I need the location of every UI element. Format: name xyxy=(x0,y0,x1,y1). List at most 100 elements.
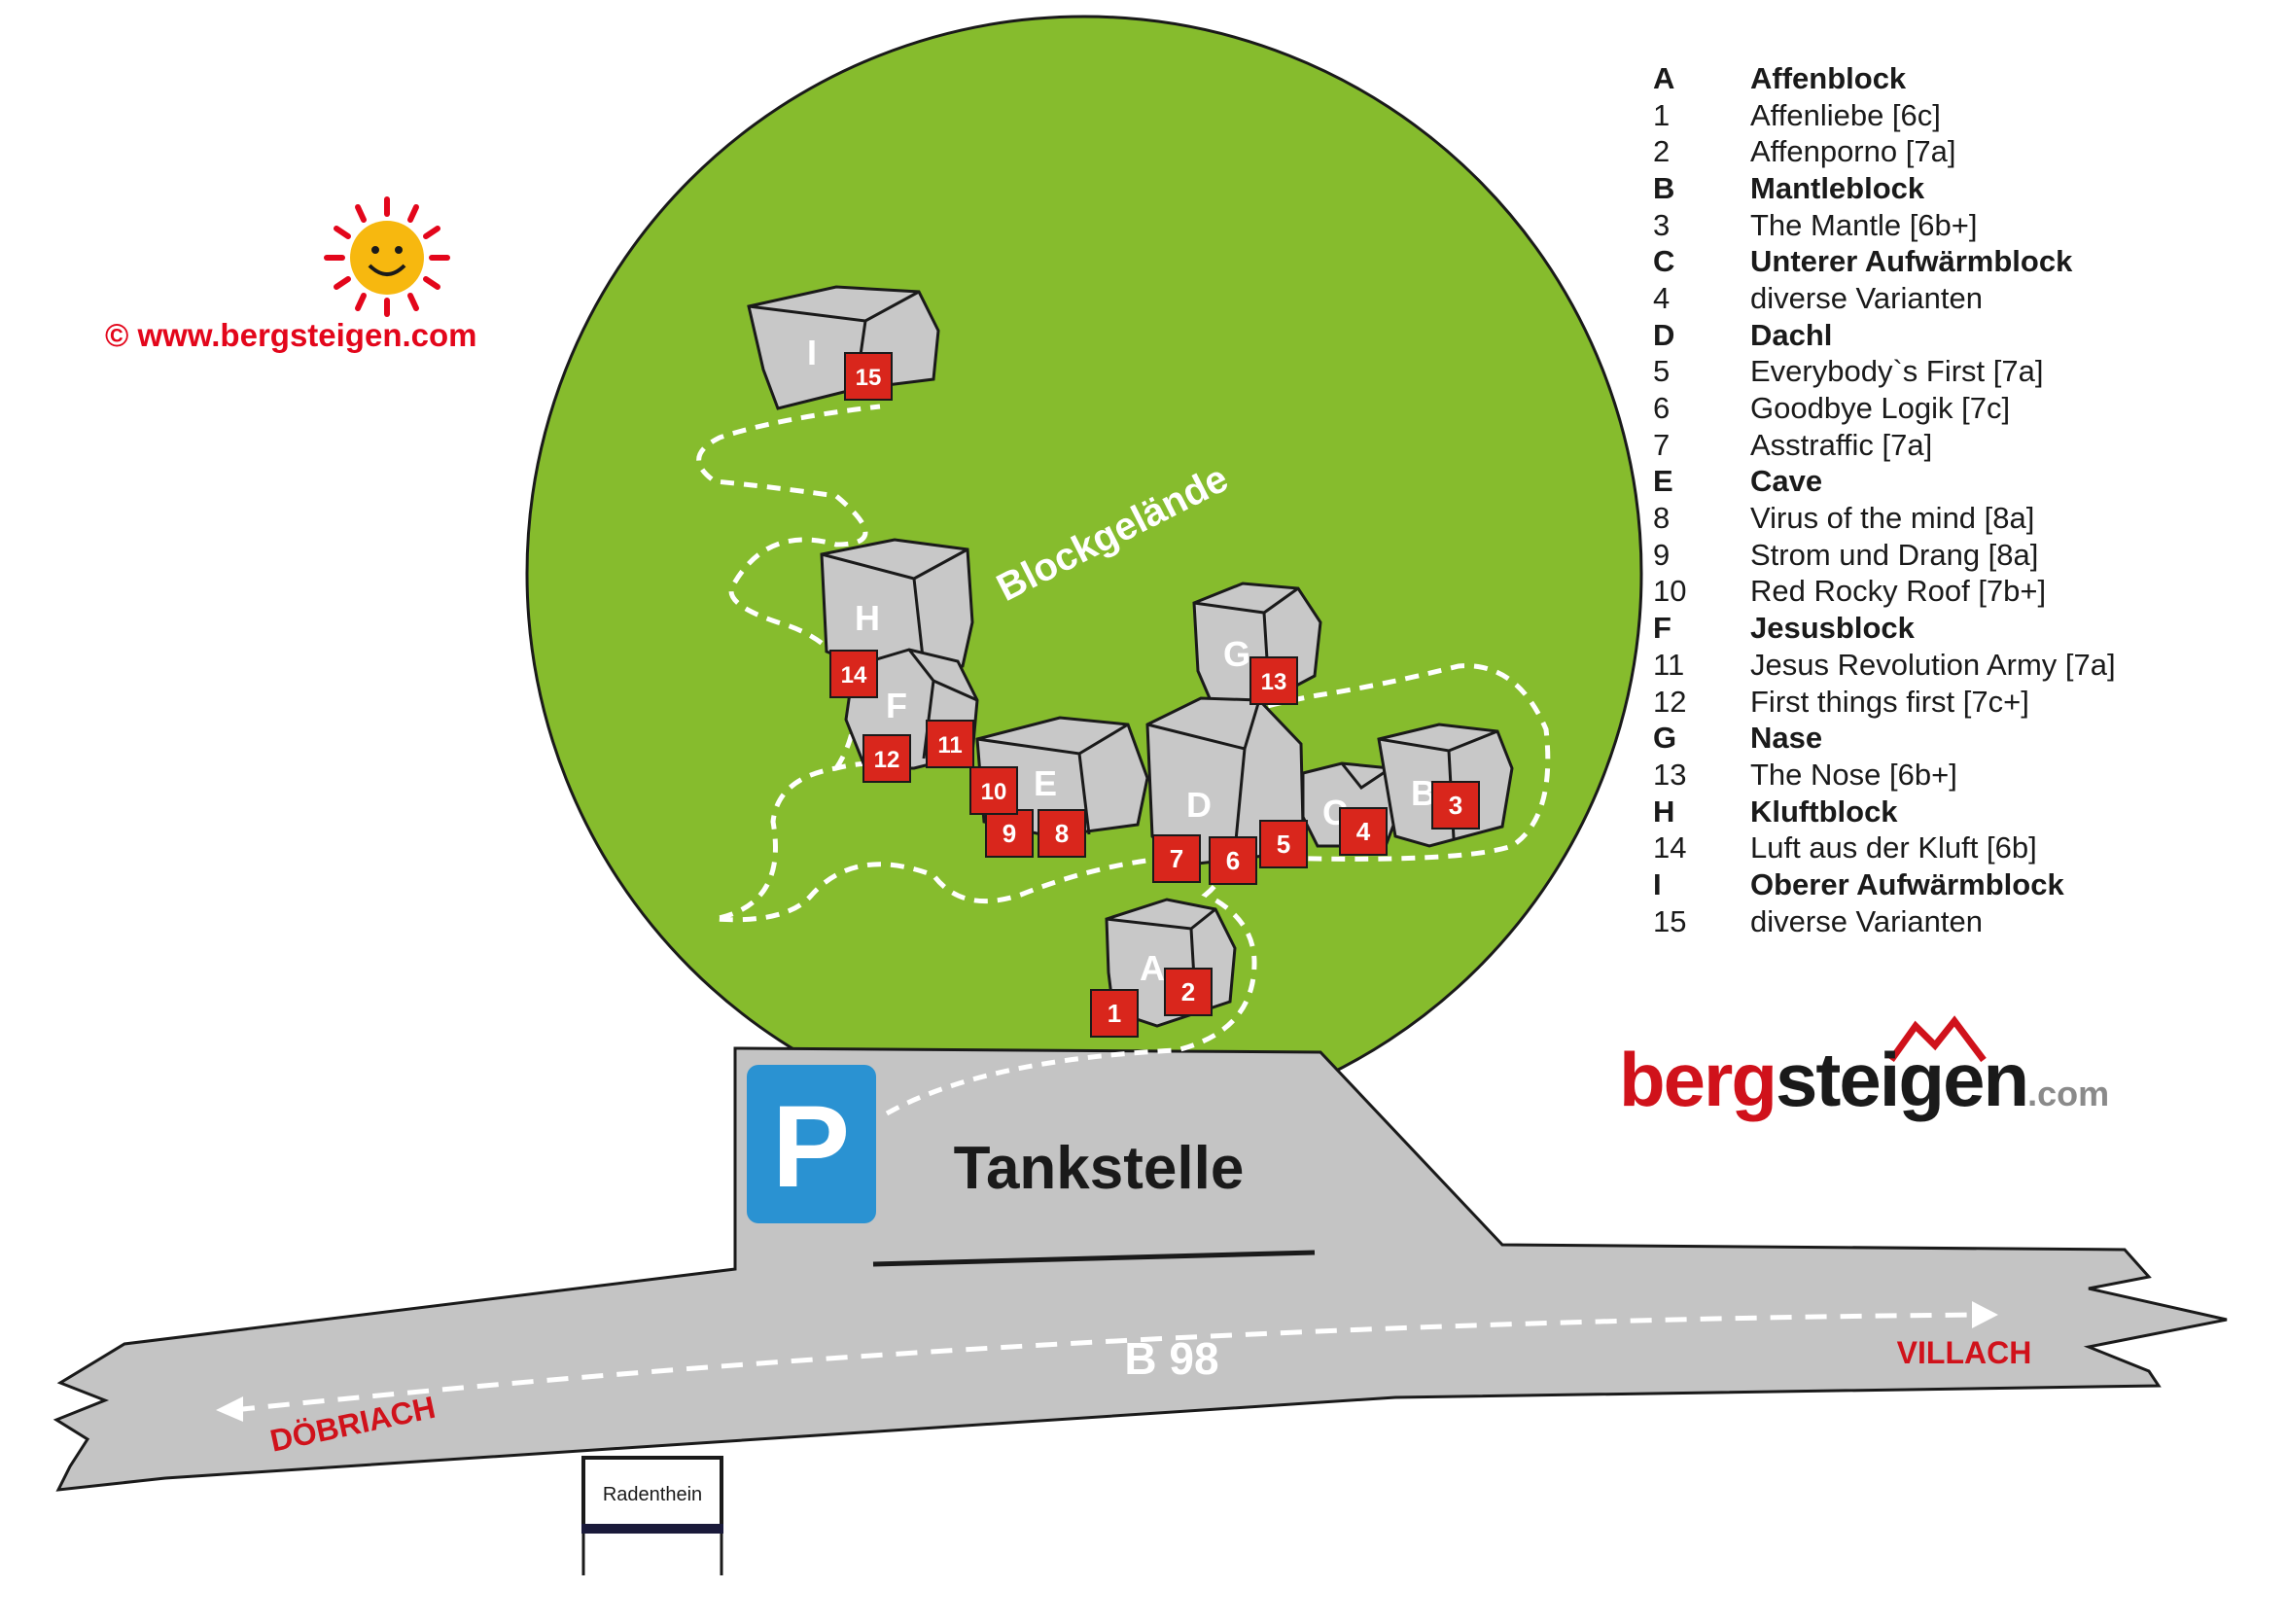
legend-label: The Nose [6b+] xyxy=(1750,757,1957,792)
legend-route-row: 13 The Nose [6b+] xyxy=(1653,757,2256,794)
legend-label: Jesusblock xyxy=(1750,611,1915,646)
legend-block-row: F Jesusblock xyxy=(1653,610,2256,647)
legend-key: 2 xyxy=(1653,134,1671,169)
legend-label: Kluftblock xyxy=(1750,794,1898,829)
route-marker-1: 1 xyxy=(1090,989,1139,1038)
legend-key: F xyxy=(1653,611,1671,646)
route-legend: A Affenblock 1 Affenliebe [6c] 2 Affenporno [… xyxy=(1653,60,2256,940)
legend-key: H xyxy=(1653,794,1675,829)
road-label: B 98 xyxy=(1124,1333,1218,1384)
legend-key: E xyxy=(1653,464,1673,499)
legend-label: Luft aus der Kluft [6b] xyxy=(1750,830,2037,865)
svg-text:8: 8 xyxy=(1055,819,1069,848)
road-center-line xyxy=(232,1312,1980,1413)
legend-route-row: 9 Strom und Drang [8a] xyxy=(1653,537,2256,574)
legend-key: C xyxy=(1653,244,1675,279)
legend-route-row: 2 Affenporno [7a] xyxy=(1653,133,2256,170)
legend-label: Affenporno [7a] xyxy=(1750,134,1956,169)
legend-label: Red Rocky Roof [7b+] xyxy=(1750,574,2047,609)
legend-key: 7 xyxy=(1653,427,1671,462)
brand-part-1: berg xyxy=(1619,1037,1777,1122)
parking-letter: P xyxy=(772,1081,850,1212)
legend-label: Jesus Revolution Army [7a] xyxy=(1750,647,2116,682)
legend-key: 15 xyxy=(1653,903,1687,938)
legend-route-row: 15 diverse Varianten xyxy=(1653,903,2256,940)
legend-route-row: 6 Goodbye Logik [7c] xyxy=(1653,390,2256,427)
legend-label: Oberer Aufwärmblock xyxy=(1750,866,2064,901)
boulder-h: H xyxy=(820,538,974,673)
svg-text:13: 13 xyxy=(1261,669,1287,695)
legend-block-row: D Dachl xyxy=(1653,317,2256,354)
svg-text:9: 9 xyxy=(1003,819,1016,848)
legend-label: Virus of the mind [8a] xyxy=(1750,501,2035,536)
svg-text:D: D xyxy=(1186,785,1212,825)
legend-label: Affenliebe [6c] xyxy=(1750,97,1941,132)
svg-text:3: 3 xyxy=(1449,791,1462,820)
route-marker-13: 13 xyxy=(1249,656,1298,705)
legend-key: D xyxy=(1653,317,1675,352)
route-marker-11: 11 xyxy=(926,720,974,768)
legend-key: 6 xyxy=(1653,391,1671,426)
svg-text:6: 6 xyxy=(1226,846,1240,875)
legend-key: A xyxy=(1653,60,1675,95)
legend-label: Nase xyxy=(1750,721,1823,756)
svg-text:15: 15 xyxy=(856,365,882,391)
legend-label: Strom und Drang [8a] xyxy=(1750,537,2039,572)
direction-right: VILLACH xyxy=(1897,1335,2032,1370)
legend-label: Unterer Aufwärmblock xyxy=(1750,244,2073,279)
sun-logo-icon xyxy=(324,196,450,317)
legend-label: diverse Varianten xyxy=(1750,903,1983,938)
brand-part-2: steigen xyxy=(1776,1037,2029,1122)
legend-block-row: H Kluftblock xyxy=(1653,794,2256,830)
route-marker-14: 14 xyxy=(829,650,878,698)
legend-label: Goodbye Logik [7c] xyxy=(1750,391,2011,426)
legend-label: Affenblock xyxy=(1750,60,1907,95)
legend-key: 12 xyxy=(1653,684,1687,719)
route-marker-4: 4 xyxy=(1339,807,1388,856)
svg-text:H: H xyxy=(855,598,880,638)
legend-route-row: 1 Affenliebe [6c] xyxy=(1653,97,2256,134)
legend-block-row: B Mantleblock xyxy=(1653,170,2256,207)
svg-text:A: A xyxy=(1140,948,1165,988)
gas-station-label: Tankstelle xyxy=(954,1135,1245,1202)
svg-text:7: 7 xyxy=(1170,844,1183,873)
legend-label: The Mantle [6b+] xyxy=(1750,207,1978,242)
svg-text:E: E xyxy=(1034,763,1057,803)
svg-text:4: 4 xyxy=(1356,817,1371,846)
legend-label: Dachl xyxy=(1750,317,1833,352)
copyright-text: © www.bergsteigen.com xyxy=(105,317,477,353)
route-marker-9: 9 xyxy=(985,809,1034,858)
legend-block-row: A Affenblock xyxy=(1653,60,2256,97)
arrow-left-icon xyxy=(216,1396,243,1422)
legend-key: I xyxy=(1653,866,1662,901)
svg-text:14: 14 xyxy=(841,662,867,688)
svg-text:10: 10 xyxy=(981,779,1007,805)
svg-text:G: G xyxy=(1223,634,1250,674)
station-line xyxy=(872,1250,1316,1267)
legend-key: 9 xyxy=(1653,537,1671,572)
legend-key: 5 xyxy=(1653,354,1671,389)
legend-key: 13 xyxy=(1653,757,1687,792)
boulder-e: E xyxy=(975,716,1149,838)
svg-text:2: 2 xyxy=(1181,977,1195,1006)
legend-label: Mantleblock xyxy=(1750,170,1925,205)
route-marker-7: 7 xyxy=(1152,834,1201,883)
legend-label: Everybody`s First [7a] xyxy=(1750,354,2044,389)
legend-key: 1 xyxy=(1653,97,1671,132)
route-marker-15: 15 xyxy=(844,352,893,401)
route-marker-12: 12 xyxy=(862,734,911,783)
legend-block-row: C Unterer Aufwärmblock xyxy=(1653,243,2256,280)
svg-text:1: 1 xyxy=(1108,999,1121,1028)
legend-block-row: I Oberer Aufwärmblock xyxy=(1653,866,2256,903)
svg-text:F: F xyxy=(886,686,907,725)
legend-key: B xyxy=(1653,170,1675,205)
